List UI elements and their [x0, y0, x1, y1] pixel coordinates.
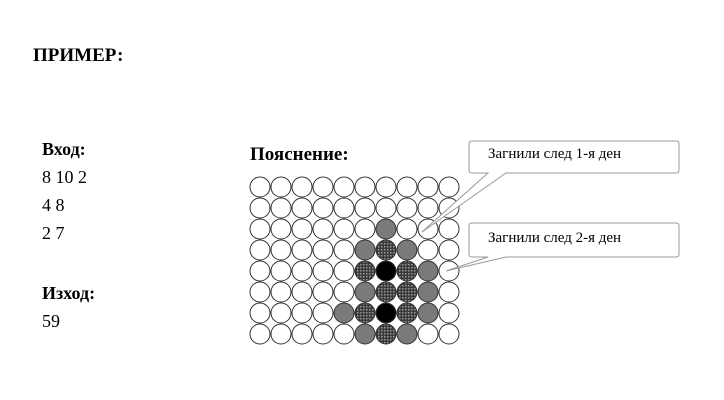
apple-healthy-r5-c4 — [333, 281, 355, 303]
apple-day1-r6-c8 — [417, 302, 439, 324]
apple-healthy-r1-c1 — [270, 197, 292, 219]
apple-healthy-r2-c5 — [354, 218, 376, 240]
explanation-title: Пояснение: — [250, 144, 349, 165]
apple-healthy-r5-c1 — [270, 281, 292, 303]
callout-2-bubble — [445, 222, 680, 272]
apple-healthy-r4-c4 — [333, 260, 355, 282]
apple-day1-r5-c5 — [354, 281, 376, 303]
apple-healthy-r6-c1 — [270, 302, 292, 324]
apple-healthy-r1-c4 — [333, 197, 355, 219]
apple-healthy-r0-c1 — [270, 176, 292, 198]
apple-healthy-r4-c3 — [312, 260, 334, 282]
apple-healthy-r6-c9 — [438, 302, 460, 324]
apple-healthy-r6-c3 — [312, 302, 334, 324]
apple-healthy-r3-c2 — [291, 239, 313, 261]
apple-healthy-r0-c6 — [375, 176, 397, 198]
apple-healthy-r7-c3 — [312, 323, 334, 345]
apple-healthy-r0-c3 — [312, 176, 334, 198]
apple-healthy-r7-c8 — [417, 323, 439, 345]
apple-day1-r3-c7 — [396, 239, 418, 261]
apple-healthy-r0-c5 — [354, 176, 376, 198]
output-value: 59 — [42, 311, 60, 331]
apple-healthy-r4-c0 — [249, 260, 271, 282]
apple-day2-r6-c5 — [354, 302, 376, 324]
apple-healthy-r1-c5 — [354, 197, 376, 219]
apple-day2-r5-c7 — [396, 281, 418, 303]
apple-healthy-r2-c3 — [312, 218, 334, 240]
apple-healthy-r6-c2 — [291, 302, 313, 324]
input-line-1: 8 10 2 — [42, 167, 87, 187]
apple-healthy-r1-c2 — [291, 197, 313, 219]
apple-healthy-r5-c3 — [312, 281, 334, 303]
apple-healthy-r4-c1 — [270, 260, 292, 282]
apple-healthy-r6-c0 — [249, 302, 271, 324]
apple-initial-r6-c6 — [375, 302, 397, 324]
apple-healthy-r3-c0 — [249, 239, 271, 261]
apple-healthy-r7-c4 — [333, 323, 355, 345]
apple-healthy-r0-c2 — [291, 176, 313, 198]
apple-healthy-r3-c1 — [270, 239, 292, 261]
apple-healthy-r2-c2 — [291, 218, 313, 240]
apple-healthy-r4-c2 — [291, 260, 313, 282]
apple-healthy-r5-c9 — [438, 281, 460, 303]
apple-day2-r5-c6 — [375, 281, 397, 303]
apple-healthy-r3-c9 — [438, 239, 460, 261]
apple-day2-r7-c6 — [375, 323, 397, 345]
apple-day2-r4-c5 — [354, 260, 376, 282]
apple-day2-r6-c7 — [396, 302, 418, 324]
apple-day1-r3-c5 — [354, 239, 376, 261]
apple-day1-r4-c8 — [417, 260, 439, 282]
callout-2-text: Загнили след 2-я ден — [488, 230, 622, 246]
apple-day2-r4-c7 — [396, 260, 418, 282]
apple-healthy-r3-c4 — [333, 239, 355, 261]
apple-day1-r7-c5 — [354, 323, 376, 345]
apple-day1-r2-c6 — [375, 218, 397, 240]
apple-healthy-r1-c0 — [249, 197, 271, 219]
output-label: Изход: — [42, 283, 96, 303]
input-line-3: 2 7 — [42, 223, 65, 243]
apple-healthy-r2-c1 — [270, 218, 292, 240]
apple-healthy-r1-c3 — [312, 197, 334, 219]
input-label: Вход: — [42, 139, 86, 159]
input-block: Вход: 8 10 2 4 8 2 7 — [42, 135, 87, 247]
apple-healthy-r7-c1 — [270, 323, 292, 345]
apple-healthy-r3-c8 — [417, 239, 439, 261]
apple-healthy-r7-c9 — [438, 323, 460, 345]
output-block: Изход: 59 — [42, 279, 95, 335]
apple-healthy-r4-c9 — [438, 260, 460, 282]
apple-healthy-r5-c2 — [291, 281, 313, 303]
apple-healthy-r1-c6 — [375, 197, 397, 219]
apple-healthy-r0-c8 — [417, 176, 439, 198]
apple-healthy-r0-c9 — [438, 176, 460, 198]
apple-initial-r4-c6 — [375, 260, 397, 282]
apple-healthy-r2-c0 — [249, 218, 271, 240]
apple-healthy-r1-c7 — [396, 197, 418, 219]
apple-healthy-r2-c7 — [396, 218, 418, 240]
apple-healthy-r1-c8 — [417, 197, 439, 219]
apple-day2-r3-c6 — [375, 239, 397, 261]
apple-day1-r5-c8 — [417, 281, 439, 303]
apple-healthy-r0-c0 — [249, 176, 271, 198]
apple-healthy-r2-c4 — [333, 218, 355, 240]
apple-healthy-r5-c0 — [249, 281, 271, 303]
apple-healthy-r7-c2 — [291, 323, 313, 345]
apple-healthy-r0-c7 — [396, 176, 418, 198]
input-line-2: 4 8 — [42, 195, 65, 215]
apple-day1-r6-c4 — [333, 302, 355, 324]
apple-healthy-r0-c4 — [333, 176, 355, 198]
callout-1-text: Загнили след 1-я ден — [488, 146, 622, 162]
apple-healthy-r2-c9 — [438, 218, 460, 240]
apple-day1-r7-c7 — [396, 323, 418, 345]
callout-1-bubble — [421, 140, 680, 233]
apple-healthy-r7-c0 — [249, 323, 271, 345]
apple-healthy-r3-c3 — [312, 239, 334, 261]
example-heading: ПРИМЕР: — [33, 45, 124, 66]
